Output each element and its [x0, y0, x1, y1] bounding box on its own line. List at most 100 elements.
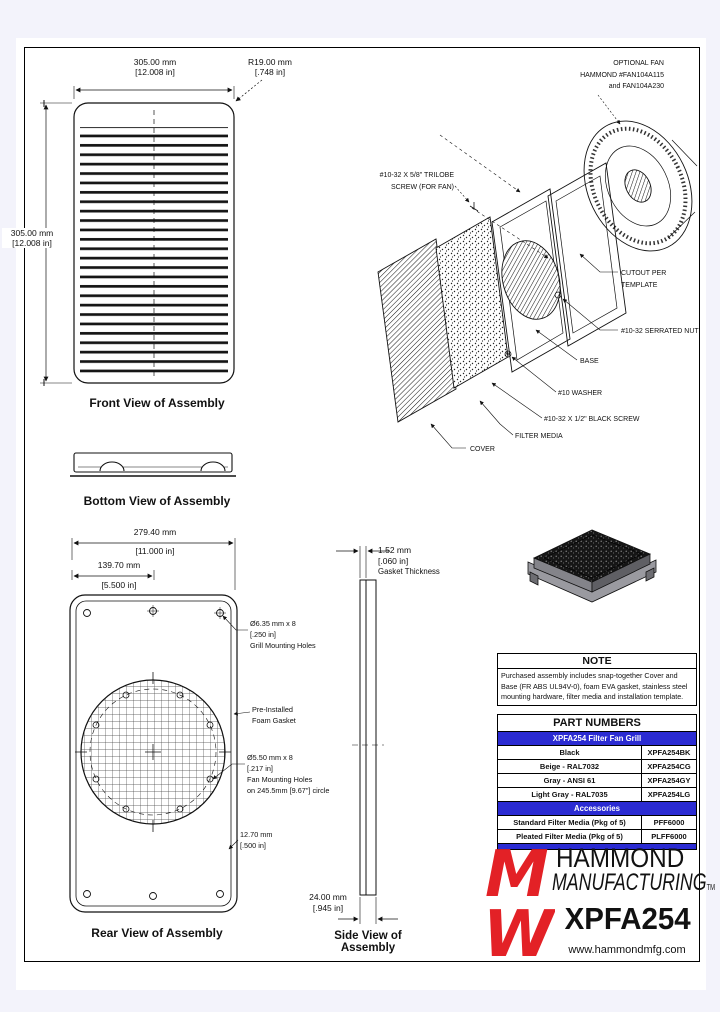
table-row: Black XPFA254BK	[498, 746, 696, 760]
optional-fan-line2: HAMMOND #FAN104A115	[580, 71, 664, 79]
exploded-template	[547, 162, 627, 347]
table-row: Beige - RAL7032 XPFA254CG	[498, 760, 696, 774]
rear-width-dim-in: [11.000 in]	[104, 546, 206, 556]
fan-holes-callout: Ø5.50 mm x 8 [.217 in] Fan Mounting Hole…	[247, 752, 352, 796]
grill-holes-line2: [.250 in]	[250, 630, 276, 639]
bottom-view-caption: Bottom View of Assembly	[83, 494, 231, 508]
washer-label: #10 WASHER	[558, 390, 603, 397]
trilobe-screw-label: #10-32 X 5/8" TRILOBE SCREW (FOR FAN)	[362, 170, 454, 193]
filter-media-label: FILTER MEDIA	[515, 433, 563, 440]
front-width-dim-mm: 305.00 mm	[104, 57, 206, 67]
front-radius-dim-in: [.748 in]	[254, 67, 286, 77]
website-url: www.hammondmfg.com	[568, 944, 686, 956]
optional-fan-line3: and FAN104A230	[608, 83, 664, 90]
front-height-dim-in: [12.008 in]	[2, 238, 62, 248]
gasket-line2: Foam Gasket	[252, 716, 296, 725]
trilobe-line2: SCREW (FOR FAN)	[391, 183, 454, 191]
accessory-cell: Standard Filter Media (Pkg of 5)	[513, 818, 626, 827]
part-number-cell: XPFA254BK	[641, 746, 696, 759]
color-cell: Black	[559, 748, 580, 757]
note-box: NOTE Purchased assembly includes snap-to…	[497, 653, 697, 706]
front-view-drawing	[40, 79, 263, 386]
cover-label: COVER	[470, 446, 495, 453]
rear-grill-outline	[69, 594, 238, 913]
product-photo-isometric	[527, 529, 657, 603]
corner-dim-in: [.500 in]	[240, 841, 266, 850]
note-title: NOTE	[498, 654, 696, 669]
side-view-drawing	[336, 546, 398, 924]
rear-view-drawing	[69, 538, 251, 913]
drawing-frame	[24, 47, 700, 962]
model-number: XPFA254	[564, 901, 691, 936]
front-radius-dim-mm: R19.00 mm	[248, 57, 292, 67]
cutout-template-label: CUTOUT PER TEMPLATE	[621, 270, 667, 289]
grill-holes-line3: Grill Mounting Holes	[250, 641, 316, 650]
serrated-nut-label: #10-32 SERRATED NUT	[621, 328, 699, 335]
table-bottom-band	[498, 844, 696, 849]
front-view-caption: Front View of Assembly	[89, 396, 225, 410]
exploded-fan	[583, 120, 698, 252]
gasket-line1: Pre-Installed	[252, 705, 293, 714]
fan-bolt-circle	[89, 688, 217, 816]
optional-fan-line1: OPTIONAL FAN	[613, 60, 664, 67]
rear-gasket-outline	[75, 600, 232, 907]
base-label: BASE	[580, 358, 599, 365]
grill-mounting-holes	[83, 605, 226, 900]
table-row: Gray - ANSI 61 XPFA254GY	[498, 774, 696, 788]
side-body-profile	[365, 579, 377, 896]
logo-w-glyph: W	[483, 898, 555, 962]
table-row: Pleated Filter Media (Pkg of 5) PLFF6000	[498, 830, 696, 844]
part-number-cell: XPFA254LG	[641, 788, 696, 801]
grill-band: XPFA254 Filter Fan Grill	[498, 732, 696, 746]
rear-view-caption: Rear View of Assembly	[91, 926, 223, 940]
logo-m-glyph: M	[485, 842, 549, 912]
bottom-view-drawing	[70, 452, 236, 477]
corner-dim-mm: 12.70 mm	[240, 830, 273, 839]
fan-holes-line3: Fan Mounting Holes	[247, 775, 313, 784]
side-gasket-profile	[359, 579, 367, 896]
grill-holes-line1: Ø6.35 mm x 8	[250, 619, 296, 628]
trilobe-line1: #10-32 X 5/8" TRILOBE	[379, 172, 454, 179]
black-screw-label: #10-32 X 1/2" BLACK SCREW	[544, 416, 640, 423]
table-row: Standard Filter Media (Pkg of 5) PFF6000	[498, 816, 696, 830]
color-cell: Light Gray - RAL7035	[531, 790, 608, 799]
exploded-view-drawing	[377, 94, 698, 449]
corner-offset-dim: 12.70 mm [.500 in]	[240, 829, 300, 851]
grill-holes-callout: Ø6.35 mm x 8 [.250 in] Grill Mounting Ho…	[250, 618, 345, 651]
gasket-thickness-label: Gasket Thickness	[378, 567, 440, 576]
color-cell: Beige - RAL7032	[539, 762, 600, 771]
gasket-dim-in: [.060 in]	[378, 556, 409, 566]
front-width-dim-in: [12.008 in]	[104, 67, 206, 77]
rear-width-dim-mm: 279.40 mm	[104, 527, 206, 537]
part-numbers-title: PART NUMBERS	[498, 715, 696, 732]
accessories-band: Accessories	[498, 802, 696, 816]
part-number-cell: XPFA254GY	[641, 774, 696, 787]
brand-name-line1: HAMMOND	[556, 843, 685, 873]
optional-fan-label: OPTIONAL FAN HAMMOND #FAN104A115 and FAN…	[540, 58, 664, 93]
depth-dim-mm: 24.00 mm	[309, 892, 347, 902]
side-view-caption: Side View of Assembly	[334, 930, 402, 954]
rear-half-dim-in: [5.500 in]	[70, 580, 168, 590]
color-cell: Gray - ANSI 61	[543, 776, 596, 785]
foam-gasket-callout: Pre-Installed Foam Gasket	[252, 704, 342, 726]
fan-holes-line1: Ø5.50 mm x 8	[247, 753, 293, 762]
front-grill-outline	[73, 102, 235, 384]
fan-holes-line4: on 245.5mm [9.67"] circle	[247, 786, 330, 795]
part-number-cell: XPFA254CG	[641, 760, 696, 773]
front-height-dim-mm: 305.00 mm	[2, 228, 62, 238]
part-number-cell: PFF6000	[641, 816, 696, 829]
exploded-cover	[377, 238, 457, 423]
part-numbers-table: PART NUMBERS XPFA254 Filter Fan Grill Bl…	[497, 714, 697, 850]
hammond-logo-mark: M W	[483, 842, 555, 962]
accessory-cell: Pleated Filter Media (Pkg of 5)	[516, 832, 623, 841]
rear-half-dim-mm: 139.70 mm	[70, 560, 168, 570]
note-body: Purchased assembly includes snap-togethe…	[501, 671, 688, 702]
gasket-dim-mm: 1.52 mm	[378, 545, 412, 555]
brand-manufacturing-text: MANUFACTURING	[552, 869, 707, 896]
trademark-symbol: TM	[706, 883, 716, 892]
table-row: Light Gray - RAL7035 XPFA254LG	[498, 788, 696, 802]
depth-dim-in: [.945 in]	[312, 903, 344, 913]
part-number-cell: PLFF6000	[641, 830, 696, 843]
